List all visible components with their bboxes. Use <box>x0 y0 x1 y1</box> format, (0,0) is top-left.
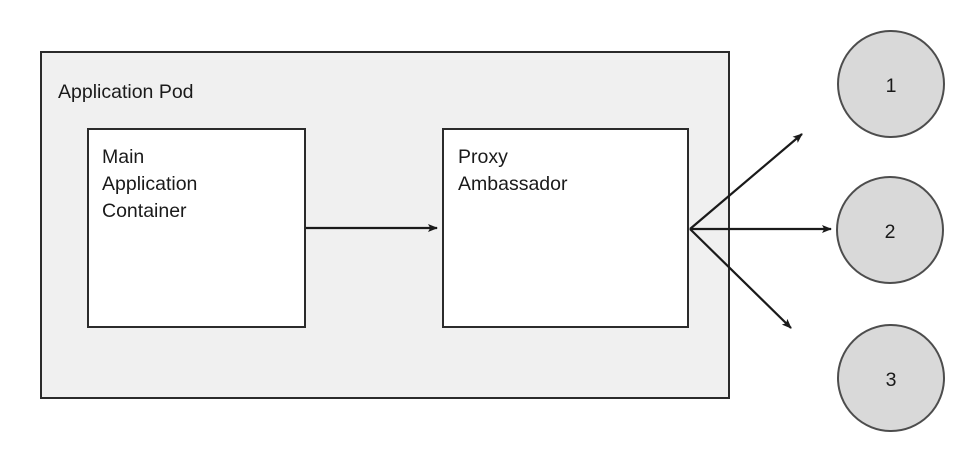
proxy-ambassador-container: Proxy Ambassador <box>442 128 689 328</box>
connector-proxy-to-endpoint-3 <box>689 228 792 329</box>
endpoint-label-1: 1 <box>886 75 897 97</box>
label-line-1: Main <box>102 146 144 168</box>
main-application-container-label: Main Application Container <box>102 146 203 222</box>
main-application-container-rect <box>87 128 306 328</box>
connector-proxy-to-endpoint-1 <box>689 133 803 230</box>
endpoint-node-2: 2 <box>836 176 944 284</box>
endpoint-label-2: 2 <box>885 221 896 243</box>
proxy-ambassador-container-rect <box>442 128 689 328</box>
label-line-3: Container <box>102 200 187 222</box>
endpoint-circle-3 <box>837 324 945 432</box>
endpoint-node-3: 3 <box>837 324 945 432</box>
main-application-container: Main Application Container <box>87 128 306 328</box>
proxy-ambassador-container-label: Proxy Ambassador <box>458 146 568 195</box>
label-line-2: Ambassador <box>458 173 568 195</box>
endpoint-circle-2 <box>836 176 944 284</box>
label-line-1: Proxy <box>458 146 508 168</box>
endpoint-node-1: 1 <box>837 30 945 138</box>
application-pod-label: Application Pod <box>58 81 194 103</box>
endpoint-circle-1 <box>837 30 945 138</box>
label-line-2: Application <box>102 173 197 195</box>
endpoint-label-3: 3 <box>886 369 897 391</box>
